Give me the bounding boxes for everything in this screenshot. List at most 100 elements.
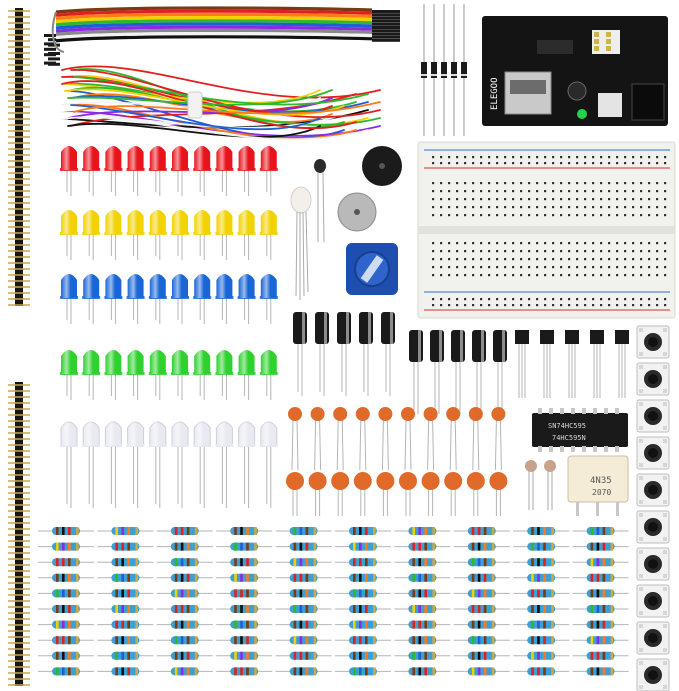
resistor bbox=[216, 558, 273, 567]
resistor bbox=[38, 620, 94, 629]
led bbox=[104, 210, 123, 260]
push-button bbox=[636, 621, 670, 655]
ceramic-capacitor bbox=[423, 407, 438, 471]
resistor bbox=[156, 527, 213, 535]
led bbox=[259, 421, 278, 508]
led bbox=[82, 146, 101, 196]
ribbon-jumper-wires bbox=[44, 6, 400, 66]
resistor bbox=[394, 573, 451, 582]
resistor bbox=[156, 558, 213, 567]
resistor bbox=[97, 542, 154, 551]
resistor bbox=[453, 651, 510, 660]
ceramic-capacitor bbox=[468, 407, 483, 471]
resistor bbox=[572, 636, 629, 645]
resistor bbox=[394, 651, 451, 660]
push-button bbox=[636, 547, 670, 581]
ceramic-capacitors bbox=[286, 407, 508, 516]
ceramic-capacitor bbox=[333, 407, 348, 471]
resistor bbox=[216, 589, 273, 598]
led bbox=[82, 274, 101, 324]
electrolytic-capacitor bbox=[430, 330, 444, 414]
led bbox=[104, 350, 123, 400]
led bbox=[60, 421, 78, 508]
breadboard bbox=[417, 141, 676, 319]
resistor bbox=[156, 589, 213, 598]
led bbox=[237, 274, 256, 324]
led bbox=[193, 274, 212, 324]
resistor bbox=[513, 636, 570, 645]
resistor bbox=[453, 573, 510, 582]
resistor bbox=[275, 651, 332, 660]
led bbox=[171, 350, 189, 400]
transistor bbox=[565, 330, 579, 398]
led bbox=[259, 146, 278, 196]
resistor bbox=[513, 620, 570, 629]
electrolytic-capacitor bbox=[472, 330, 486, 414]
resistor bbox=[513, 558, 570, 567]
resistor bbox=[156, 651, 213, 660]
resistor bbox=[97, 589, 154, 598]
transistor bbox=[515, 330, 529, 398]
push-button bbox=[636, 362, 670, 396]
resistor bbox=[453, 636, 510, 645]
resistor bbox=[275, 636, 332, 645]
ceramic-capacitor bbox=[355, 407, 370, 471]
resistor bbox=[394, 620, 451, 629]
resistor bbox=[572, 667, 629, 676]
resistor bbox=[335, 589, 391, 598]
ceramic-capacitor bbox=[421, 472, 440, 516]
resistor bbox=[394, 636, 451, 645]
led bbox=[237, 210, 256, 260]
dc-jack bbox=[631, 83, 665, 121]
led bbox=[82, 421, 101, 508]
resistor bbox=[572, 542, 629, 551]
resistor bbox=[572, 573, 629, 582]
ceramic-capacitor bbox=[399, 472, 417, 516]
resistor bbox=[216, 573, 273, 582]
power-led bbox=[577, 109, 587, 119]
resistor bbox=[394, 527, 451, 535]
led bbox=[215, 146, 234, 196]
resistor bbox=[275, 667, 332, 676]
led bbox=[60, 210, 78, 260]
ceramic-capacitor bbox=[489, 472, 508, 516]
shift-register-ic: SN74HC595 74HC595N bbox=[532, 408, 628, 452]
potentiometer bbox=[346, 243, 398, 295]
resistor bbox=[275, 542, 332, 551]
ceramic-capacitor bbox=[446, 407, 461, 471]
thermistor bbox=[314, 159, 326, 243]
active-buzzer bbox=[362, 146, 402, 186]
resistor bbox=[453, 542, 510, 551]
led bbox=[215, 350, 234, 400]
resistor bbox=[97, 605, 154, 613]
resistor bbox=[453, 589, 510, 598]
led bbox=[193, 210, 212, 260]
led bbox=[171, 421, 189, 508]
resistor bbox=[335, 605, 391, 613]
ceramic-capacitor bbox=[401, 407, 415, 471]
ceramic-capacitor bbox=[331, 472, 350, 516]
resistor bbox=[394, 605, 451, 613]
resistor bbox=[38, 573, 94, 582]
led bbox=[104, 146, 123, 196]
resistor bbox=[38, 589, 94, 598]
transistors bbox=[515, 330, 629, 398]
resistor bbox=[394, 558, 451, 567]
resistor bbox=[572, 558, 629, 567]
resistor bbox=[275, 589, 332, 598]
led bbox=[148, 421, 167, 508]
resistor bbox=[275, 558, 332, 567]
push-button bbox=[636, 510, 670, 544]
led bbox=[237, 350, 256, 400]
led bbox=[171, 274, 189, 324]
led bbox=[82, 210, 101, 260]
push-buttons bbox=[636, 325, 670, 691]
resistor bbox=[97, 667, 154, 676]
passive-buzzer bbox=[337, 192, 377, 232]
led bbox=[193, 146, 212, 196]
led bbox=[259, 210, 278, 260]
resistor bbox=[453, 527, 510, 535]
led bbox=[126, 350, 145, 400]
resistor bbox=[513, 573, 570, 582]
electrolytic-capacitor bbox=[315, 312, 329, 396]
